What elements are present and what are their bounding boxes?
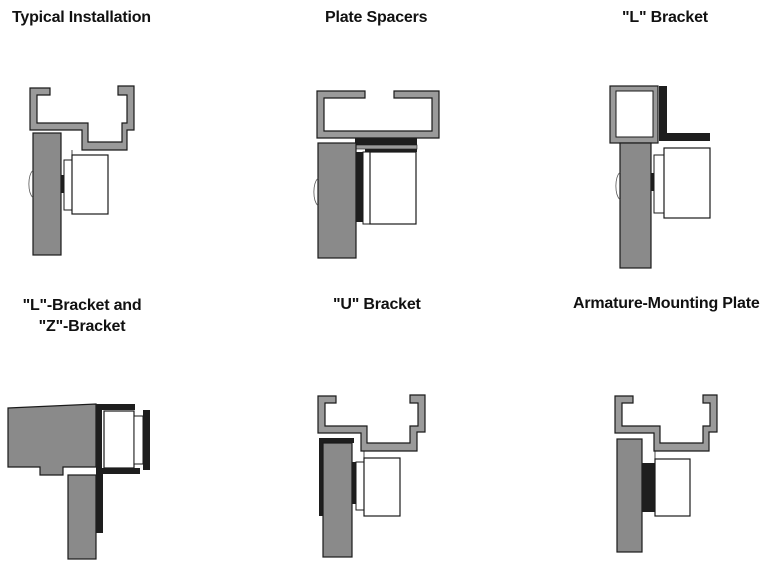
z-channel-bracket [29, 85, 135, 151]
square-tube-frame [609, 85, 659, 144]
armature-disc [28, 169, 64, 199]
l-bracket-piece [96, 410, 150, 533]
title-u-bracket: "U" Bracket [333, 296, 421, 313]
magnet-block [362, 151, 417, 225]
mounting-plate [619, 142, 652, 269]
magnet-block [63, 150, 109, 215]
title-l-and-z-bracket-line2: "Z"-Bracket [38, 318, 126, 335]
mounting-plate [32, 132, 62, 256]
z-channel-bracket [317, 394, 426, 452]
armature-disc [615, 171, 654, 201]
mounting-plate [616, 438, 643, 553]
vertical-post [67, 474, 97, 560]
title-typical-installation: Typical Installation [12, 9, 151, 26]
armature-mounting-plate-piece [642, 463, 655, 512]
magnet-block [653, 147, 711, 219]
title-l-and-z-bracket: "L"-Bracket and "Z"-Bracket [22, 297, 142, 336]
channel-bracket [316, 90, 440, 139]
title-armature-mounting-plate: Armature-Mounting Plate [573, 295, 760, 312]
magnet-block [355, 451, 401, 517]
z-channel-bracket [614, 394, 718, 452]
title-l-and-z-bracket-line1: "L"-Bracket and [22, 297, 142, 314]
z-bracket-piece [96, 404, 140, 474]
title-plate-spacers: Plate Spacers [325, 9, 428, 26]
l-bracket-piece [659, 86, 710, 141]
armature-disc [352, 462, 356, 504]
title-l-bracket: "L" Bracket [622, 9, 708, 26]
armature-disc [313, 152, 363, 222]
magnet-block [654, 451, 691, 517]
magnet-block [103, 410, 144, 469]
